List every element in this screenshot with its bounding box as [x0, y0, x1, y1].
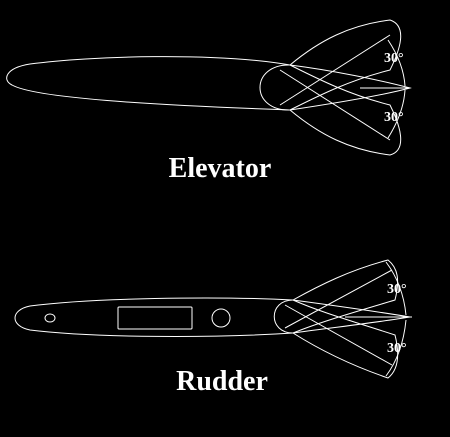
rudder-hole-small [44, 313, 56, 323]
elevator-angle-arc-down [387, 89, 406, 139]
rudder-up-surface [292, 259, 399, 334]
rudder-down-surface [292, 299, 399, 379]
elevator-diagram [6, 19, 412, 156]
rudder-fin-outline [14, 297, 294, 337]
rudder-angle-arc-up [385, 261, 407, 316]
elevator-chord-line-2 [279, 34, 391, 106]
elevator-stabilizer-outline [6, 56, 291, 111]
rudder-chord-line-2 [284, 269, 393, 329]
rudder-chord-line-1 [284, 304, 393, 366]
rudder-title: Rudder [176, 366, 268, 397]
elevator-up-surface [289, 19, 402, 111]
rudder-angle-down-label: 30° [387, 341, 407, 356]
rudder-hole-round [211, 308, 231, 328]
rudder-angle-arc-down [385, 319, 407, 377]
rudder-angle-up-label: 30° [387, 282, 407, 297]
elevator-hinge-circle [259, 64, 291, 111]
elevator-chord-line-1 [279, 69, 391, 141]
elevator-angle-up-label: 30° [384, 51, 404, 66]
rudder-hinge-circle [273, 299, 294, 334]
elevator-down-surface [289, 64, 402, 156]
elevator-title: Elevator [169, 153, 272, 184]
elevator-neutral-surface [289, 64, 412, 111]
rudder-diagram [14, 259, 412, 379]
elevator-angle-arc-up [387, 39, 406, 87]
rudder-rectangular-cutout [117, 306, 193, 330]
elevator-angle-down-label: 30° [384, 110, 404, 125]
